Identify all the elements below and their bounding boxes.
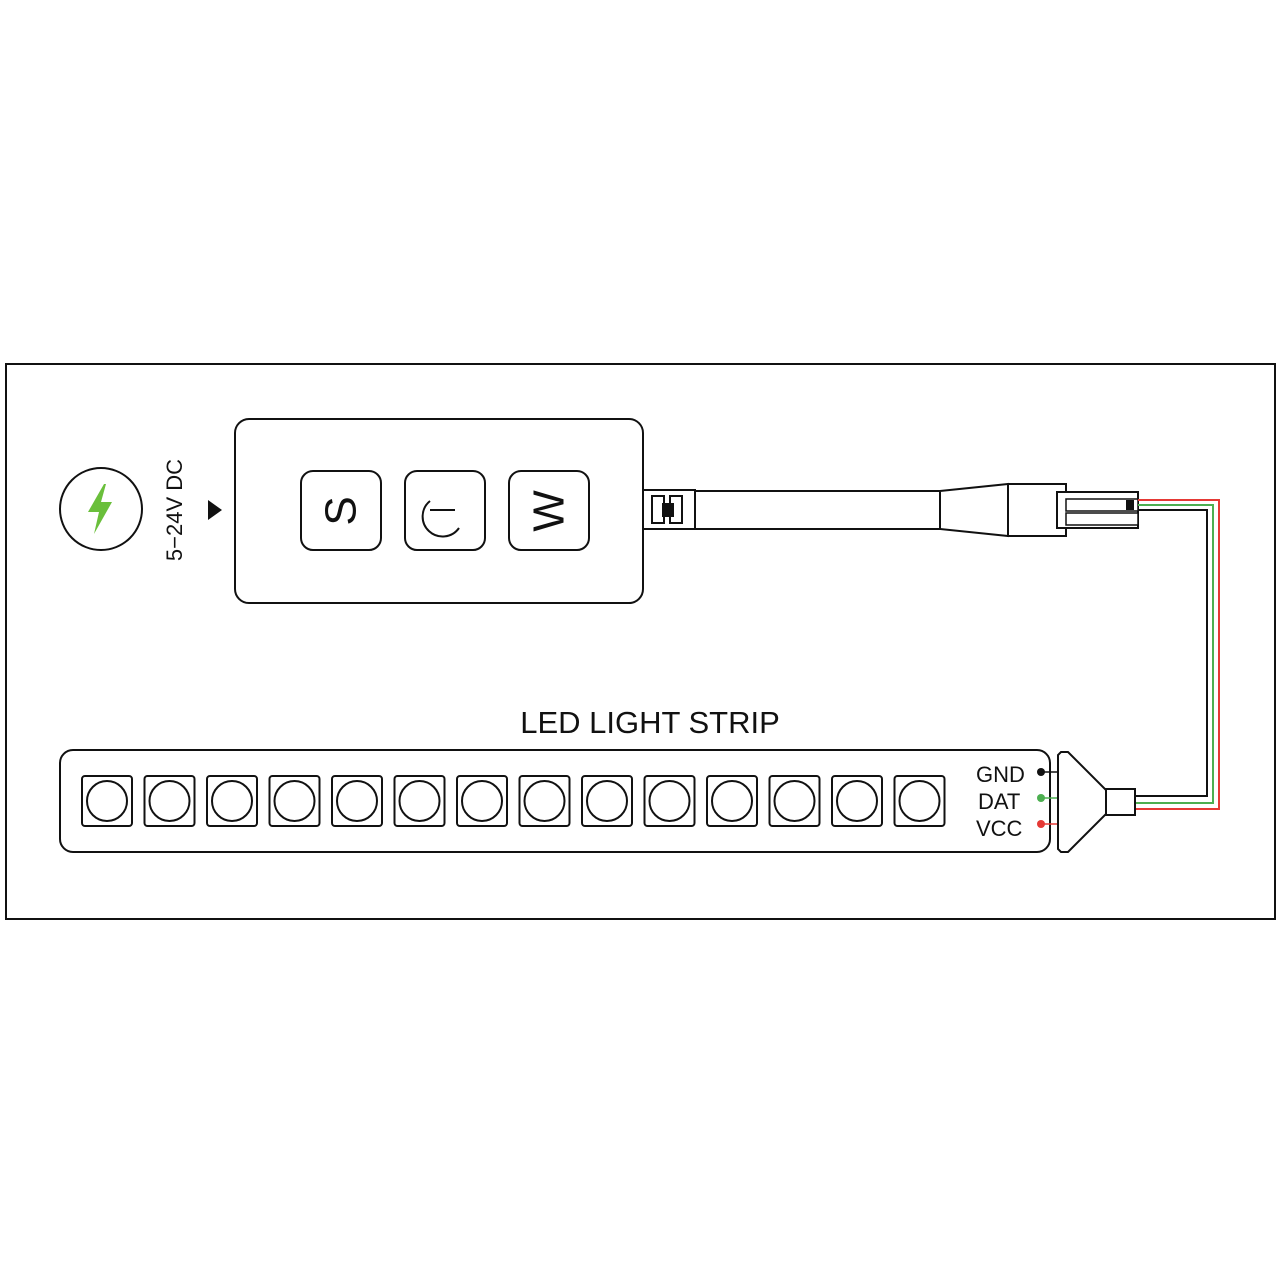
wires [1135, 499, 1220, 810]
cable-strain-relief [642, 489, 696, 530]
power-button[interactable] [404, 470, 486, 551]
led-chip [518, 775, 571, 827]
pin-label-gnd: GND [976, 762, 1025, 787]
led-chip [768, 775, 821, 827]
strip-title: LED LIGHT STRIP [520, 705, 780, 740]
button-w[interactable]: W [508, 470, 590, 551]
bolt-shape [88, 484, 112, 534]
led-chip [581, 775, 633, 827]
power-icon [421, 500, 460, 538]
led-strip: GND DAT VCC [59, 749, 1071, 853]
wire-dat [1135, 504, 1214, 804]
controller-cable [694, 490, 941, 530]
button-w-label: W [525, 490, 574, 532]
wire-vcc [1135, 499, 1220, 810]
pin-label-vcc: VCC [976, 816, 1023, 841]
led-chip [831, 775, 883, 827]
led-chip [393, 775, 446, 827]
led-chip [81, 775, 133, 827]
triangle-right-icon [208, 500, 222, 520]
button-s[interactable]: S [300, 470, 382, 551]
wire-gnd [1135, 509, 1208, 797]
led-chip [206, 775, 258, 827]
led-chip [893, 775, 946, 827]
led-chip [456, 775, 508, 827]
led-chip [643, 775, 696, 827]
power-source: 5−24V DC [59, 459, 222, 561]
button-s-label: S [317, 496, 366, 525]
led-chip [268, 775, 321, 827]
pin-label-dat: DAT [978, 789, 1020, 814]
led-chip [331, 775, 383, 827]
jst-connector [1056, 491, 1139, 529]
voltage-label: 5−24V DC [162, 459, 187, 561]
led-chip [143, 775, 196, 827]
controller: S W [234, 418, 696, 604]
led-row [81, 775, 946, 827]
strip-end-connector [1057, 751, 1136, 853]
led-chip [706, 775, 758, 827]
male-plug [939, 482, 1067, 538]
